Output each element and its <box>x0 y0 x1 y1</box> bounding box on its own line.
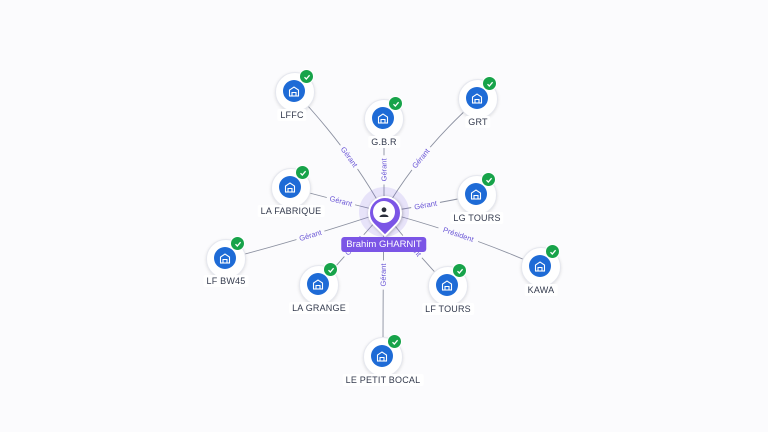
building-icon <box>214 247 236 269</box>
edge-label-bg <box>437 223 480 246</box>
verified-check-icon <box>295 165 310 180</box>
edge-label-bg <box>407 143 434 173</box>
building-icon <box>465 183 487 205</box>
company-node-grt[interactable] <box>458 76 498 119</box>
edge-label-group: Président <box>437 223 480 246</box>
building-icon <box>466 87 488 109</box>
edge-label-group: Gérant <box>407 143 434 173</box>
edge-label-g-b-r: Gérant <box>380 158 389 182</box>
company-node-kawa[interactable] <box>521 244 561 287</box>
edge-label-group: Gérant <box>378 260 388 290</box>
verified-check-icon <box>545 244 560 259</box>
company-label-lf-bw45[interactable]: LF BW45 <box>203 275 249 287</box>
center-node-label[interactable]: Brahim GHARNIT <box>341 237 427 252</box>
company-label-la-fabrique[interactable]: LA FABRIQUE <box>257 205 325 217</box>
edge-label-group: Gérant <box>295 226 326 244</box>
company-node-la-grange[interactable] <box>299 262 339 305</box>
edge-label-bg <box>378 260 388 290</box>
company-label-le-petit-bocal[interactable]: LE PETIT BOCAL <box>342 374 424 386</box>
company-label-kawa[interactable]: KAWA <box>524 284 558 296</box>
company-label-la-grange[interactable]: LA GRANGE <box>289 302 349 314</box>
edge-label-bg <box>379 155 388 185</box>
edge-label-bg <box>295 226 326 244</box>
company-node-la-fabrique[interactable] <box>271 165 311 208</box>
verified-check-icon <box>230 236 245 251</box>
company-node-g-b-r[interactable] <box>364 96 404 139</box>
company-label-lf-tours[interactable]: LF TOURS <box>422 303 474 315</box>
edge-label-group: Gérant <box>379 155 389 185</box>
edge-label-bg <box>325 192 357 209</box>
company-node-lf-tours[interactable] <box>428 263 468 306</box>
verified-check-icon <box>323 262 338 277</box>
building-icon <box>529 255 551 277</box>
company-node-lffc[interactable] <box>275 69 315 112</box>
edge-label-group: Gérant <box>325 192 357 209</box>
verified-check-icon <box>452 263 467 278</box>
edge-label-group: Gérant <box>410 197 441 212</box>
edge-label-lg-tours: Gérant <box>414 198 439 211</box>
edge-label-le-petit-bocal: Gérant <box>379 263 388 287</box>
edge-label-la-fabrique: Gérant <box>329 194 354 209</box>
edge-label-kawa: Président <box>442 225 476 244</box>
verified-check-icon <box>387 334 402 349</box>
company-label-lffc[interactable]: LFFC <box>277 109 307 121</box>
building-icon <box>371 345 393 367</box>
edge-label-bg <box>410 197 441 212</box>
company-node-le-petit-bocal[interactable] <box>363 334 403 377</box>
edge-label-lf-bw45: Gérant <box>298 227 323 242</box>
building-icon <box>283 80 305 102</box>
verified-check-icon <box>482 76 497 91</box>
company-node-lf-bw45[interactable] <box>206 236 246 279</box>
person-icon <box>373 201 395 223</box>
building-icon <box>372 107 394 129</box>
verified-check-icon <box>299 69 314 84</box>
building-icon <box>436 274 458 296</box>
company-label-g-b-r[interactable]: G.B.R <box>368 136 400 148</box>
edge-label-bg <box>337 142 362 172</box>
building-icon <box>279 176 301 198</box>
edge-label-group: Gérant <box>337 142 362 172</box>
company-label-lg-tours[interactable]: LG TOURS <box>450 212 504 224</box>
building-icon <box>307 273 329 295</box>
verified-check-icon <box>481 172 496 187</box>
company-node-lg-tours[interactable] <box>457 172 497 215</box>
verified-check-icon <box>388 96 403 111</box>
company-label-grt[interactable]: GRT <box>465 116 491 128</box>
